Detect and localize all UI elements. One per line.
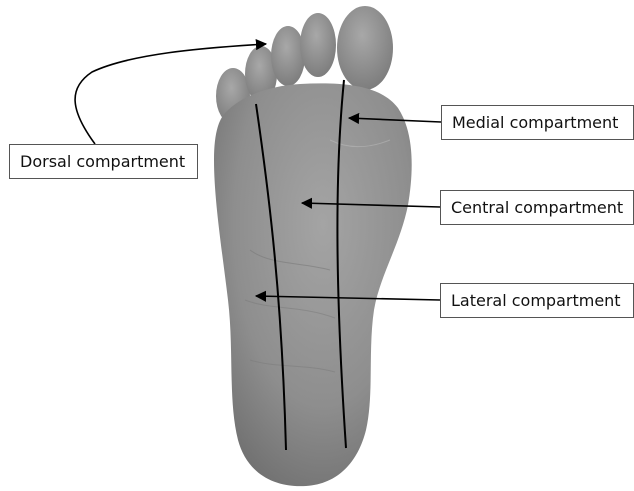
toe-3 xyxy=(271,26,305,86)
medial-compartment-text: Medial compartment xyxy=(452,115,618,131)
sole xyxy=(214,83,412,486)
foot-sole-image xyxy=(214,6,412,486)
central-compartment-text: Central compartment xyxy=(451,200,623,216)
lateral-compartment-text: Lateral compartment xyxy=(451,293,621,309)
lateral-compartment-label: Lateral compartment xyxy=(440,283,634,318)
toe-2 xyxy=(300,13,336,77)
dorsal-compartment-text: Dorsal compartment xyxy=(20,154,185,170)
medial-compartment-label: Medial compartment xyxy=(441,105,634,140)
central-compartment-label: Central compartment xyxy=(440,190,634,225)
toe-1 xyxy=(337,6,393,90)
dorsal-compartment-label: Dorsal compartment xyxy=(9,144,198,179)
